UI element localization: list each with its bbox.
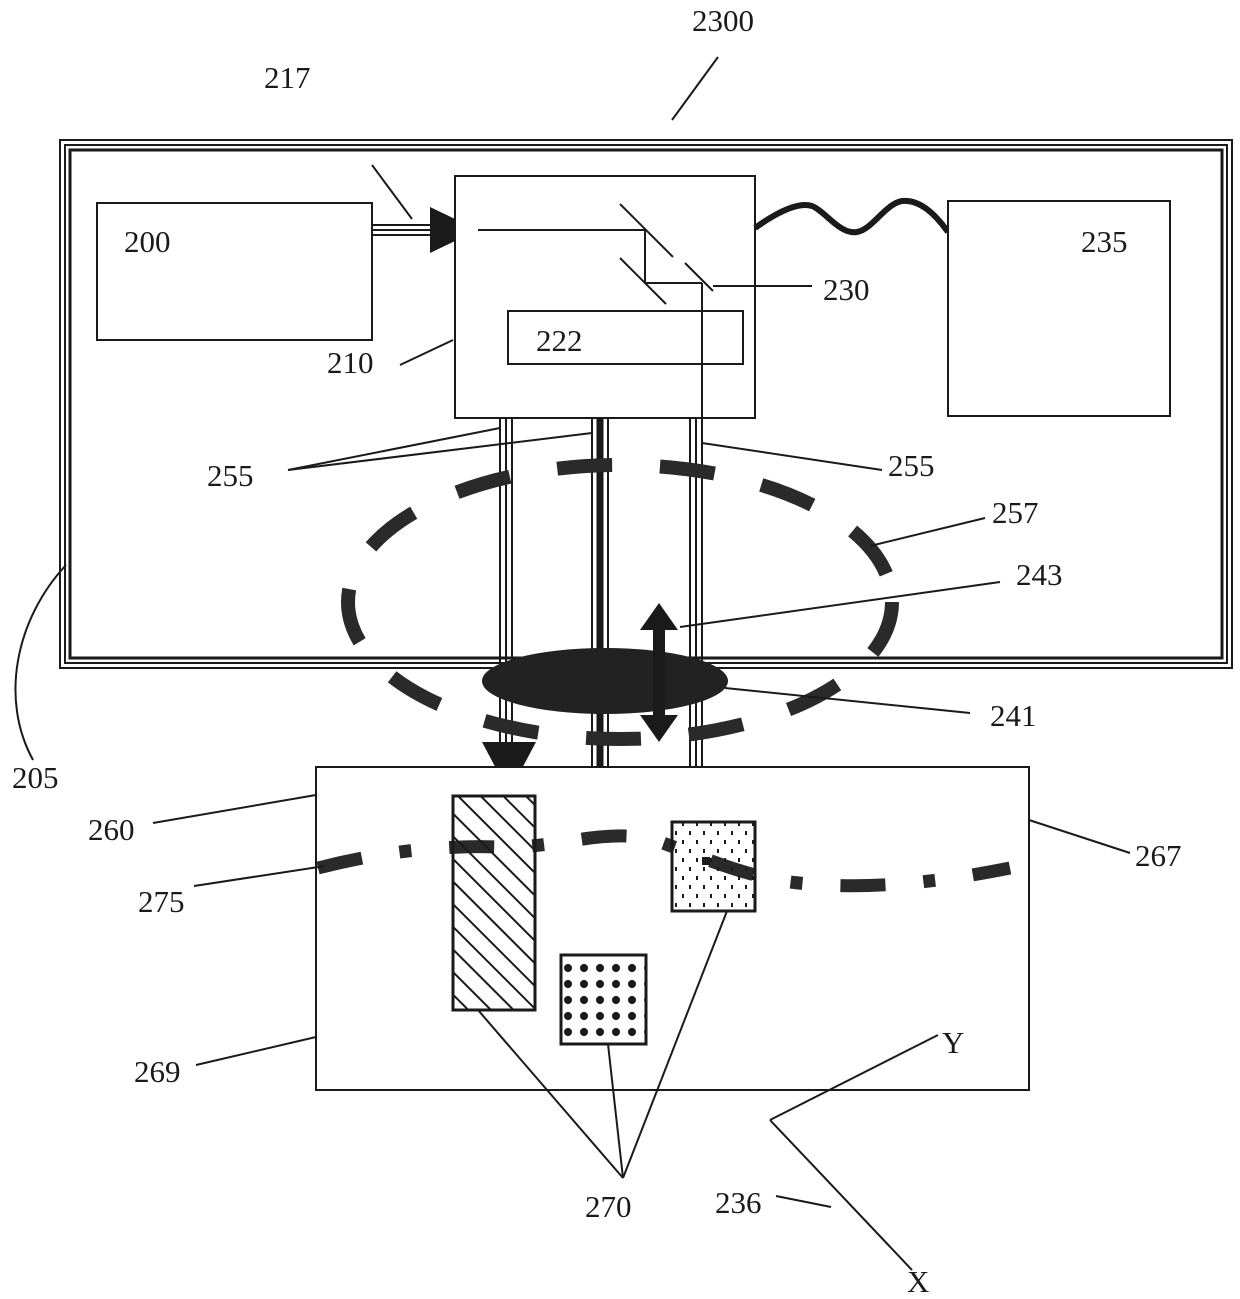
label-y: Y — [942, 1025, 964, 1060]
label-255-left: 255 — [207, 458, 254, 493]
label-210: 210 — [327, 345, 374, 380]
label-235: 235 — [1081, 224, 1128, 259]
region-speckled — [672, 822, 755, 911]
element-241 — [482, 648, 728, 714]
label-257: 257 — [992, 495, 1039, 530]
region-hatched — [453, 796, 535, 1010]
label-269: 269 — [134, 1054, 181, 1089]
label-255-right: 255 — [888, 448, 935, 483]
label-222: 222 — [536, 323, 583, 358]
label-200: 200 — [124, 224, 171, 259]
label-217: 217 — [264, 60, 311, 95]
box-235 — [948, 201, 1170, 416]
sample-box-260 — [316, 767, 1029, 1090]
label-270: 270 — [585, 1189, 632, 1224]
region-dotted — [561, 955, 646, 1044]
label-275: 275 — [138, 884, 185, 919]
label-205: 205 — [12, 760, 59, 795]
label-230: 230 — [823, 272, 870, 307]
label-x: X — [907, 1264, 929, 1299]
box-210 — [455, 176, 755, 418]
speckle-center — [702, 857, 710, 865]
label-236: 236 — [715, 1185, 762, 1220]
beam-255-right — [671, 418, 723, 818]
label-2300: 2300 — [692, 3, 754, 38]
label-267: 267 — [1135, 838, 1182, 873]
label-241: 241 — [990, 698, 1037, 733]
label-260: 260 — [88, 812, 135, 847]
label-243: 243 — [1016, 557, 1063, 592]
wavy-link — [755, 201, 948, 232]
